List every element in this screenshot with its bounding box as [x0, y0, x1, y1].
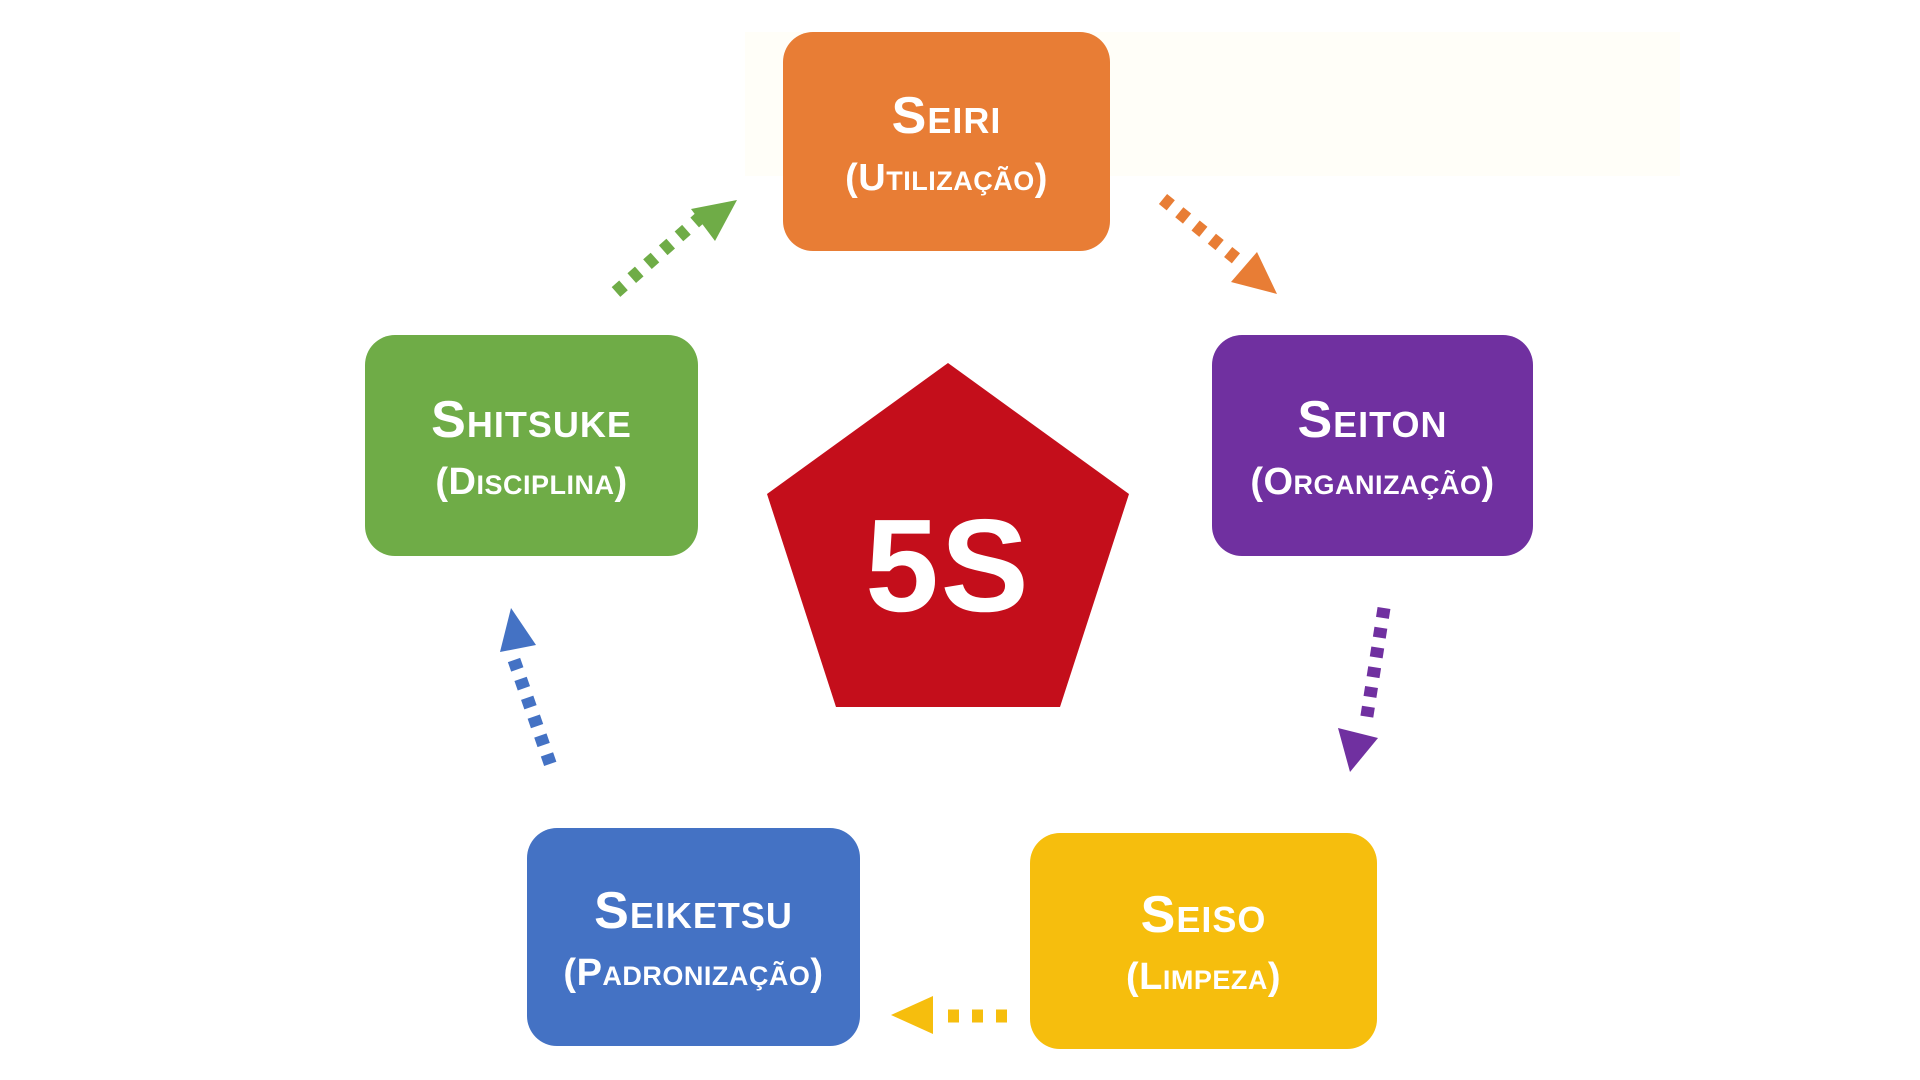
arrow-seiton-to-seiso [1338, 606, 1391, 772]
pentagon-shape [767, 363, 1129, 707]
node-seiketsu-subtitle: (Padronização) [563, 952, 824, 994]
node-shitsuke: Shitsuke (Disciplina) [365, 335, 698, 556]
node-seiton-subtitle: (Organização) [1250, 460, 1495, 503]
node-seiri-subtitle: (Utilização) [845, 156, 1048, 199]
arrow-seiso-to-seiketsu [891, 996, 1008, 1034]
node-seiri-title: Seiri [891, 86, 1002, 145]
node-seiton: Seiton (Organização) [1212, 335, 1533, 556]
node-seiso-subtitle: (Limpeza) [1125, 956, 1282, 998]
node-shitsuke-title: Shitsuke [431, 390, 632, 449]
arrow-seiri-to-seiton [1158, 193, 1277, 294]
node-shitsuke-subtitle: (Disciplina) [435, 460, 628, 503]
node-seiketsu-title: Seiketsu [594, 882, 793, 940]
node-seiton-title: Seiton [1297, 390, 1448, 449]
node-seiri: Seiri (Utilização) [783, 32, 1110, 251]
node-seiso: Seiso (Limpeza) [1030, 833, 1377, 1049]
node-seiketsu: Seiketsu (Padronização) [527, 828, 860, 1046]
arrow-seiketsu-to-shitsuke [500, 608, 558, 769]
node-seiso-title: Seiso [1140, 886, 1267, 944]
arrow-shitsuke-to-seiri [611, 200, 737, 297]
center-label-5s: 5S [865, 492, 1031, 639]
